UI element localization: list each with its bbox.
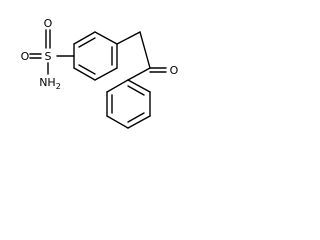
ring1-double-1 bbox=[78, 37, 96, 48]
ring1-bond-5 bbox=[73, 67, 96, 81]
ketone-oxygen-atom-label: O bbox=[170, 64, 179, 77]
amine-atom-label: NH2 bbox=[39, 76, 61, 91]
oxygen-top-atom-label: O bbox=[44, 17, 53, 30]
sulfonamide-group: S O O NH2 bbox=[21, 17, 75, 91]
ketone-chain: O bbox=[116, 31, 179, 81]
amine-subscript: 2 bbox=[56, 82, 61, 91]
chemical-structure: S O O NH2 O bbox=[21, 17, 179, 129]
ring2-bond-3 bbox=[106, 115, 129, 129]
ring2-bond-1 bbox=[106, 79, 129, 93]
oxygen-left-atom-label: O bbox=[21, 50, 30, 63]
ring1-bond-1 bbox=[73, 31, 96, 45]
ring2-bond-6 bbox=[127, 79, 151, 93]
ring1-bond-4 bbox=[94, 67, 118, 81]
carbonyl-ring-bond bbox=[127, 67, 151, 81]
ring2-double-2 bbox=[127, 112, 145, 123]
ring1-double-3 bbox=[78, 64, 96, 75]
amine-label-text: NH bbox=[39, 76, 56, 89]
ch2-carbonyl-bond bbox=[139, 31, 151, 69]
ring1-bond-2 bbox=[94, 31, 118, 45]
ring-ch2-bond bbox=[116, 31, 141, 45]
lower-phenyl-ring bbox=[106, 79, 151, 129]
ring2-double-3 bbox=[127, 85, 145, 96]
upper-benzene-ring bbox=[73, 31, 118, 81]
ring2-bond-4 bbox=[127, 115, 151, 129]
sulfur-atom-label: S bbox=[45, 50, 52, 63]
